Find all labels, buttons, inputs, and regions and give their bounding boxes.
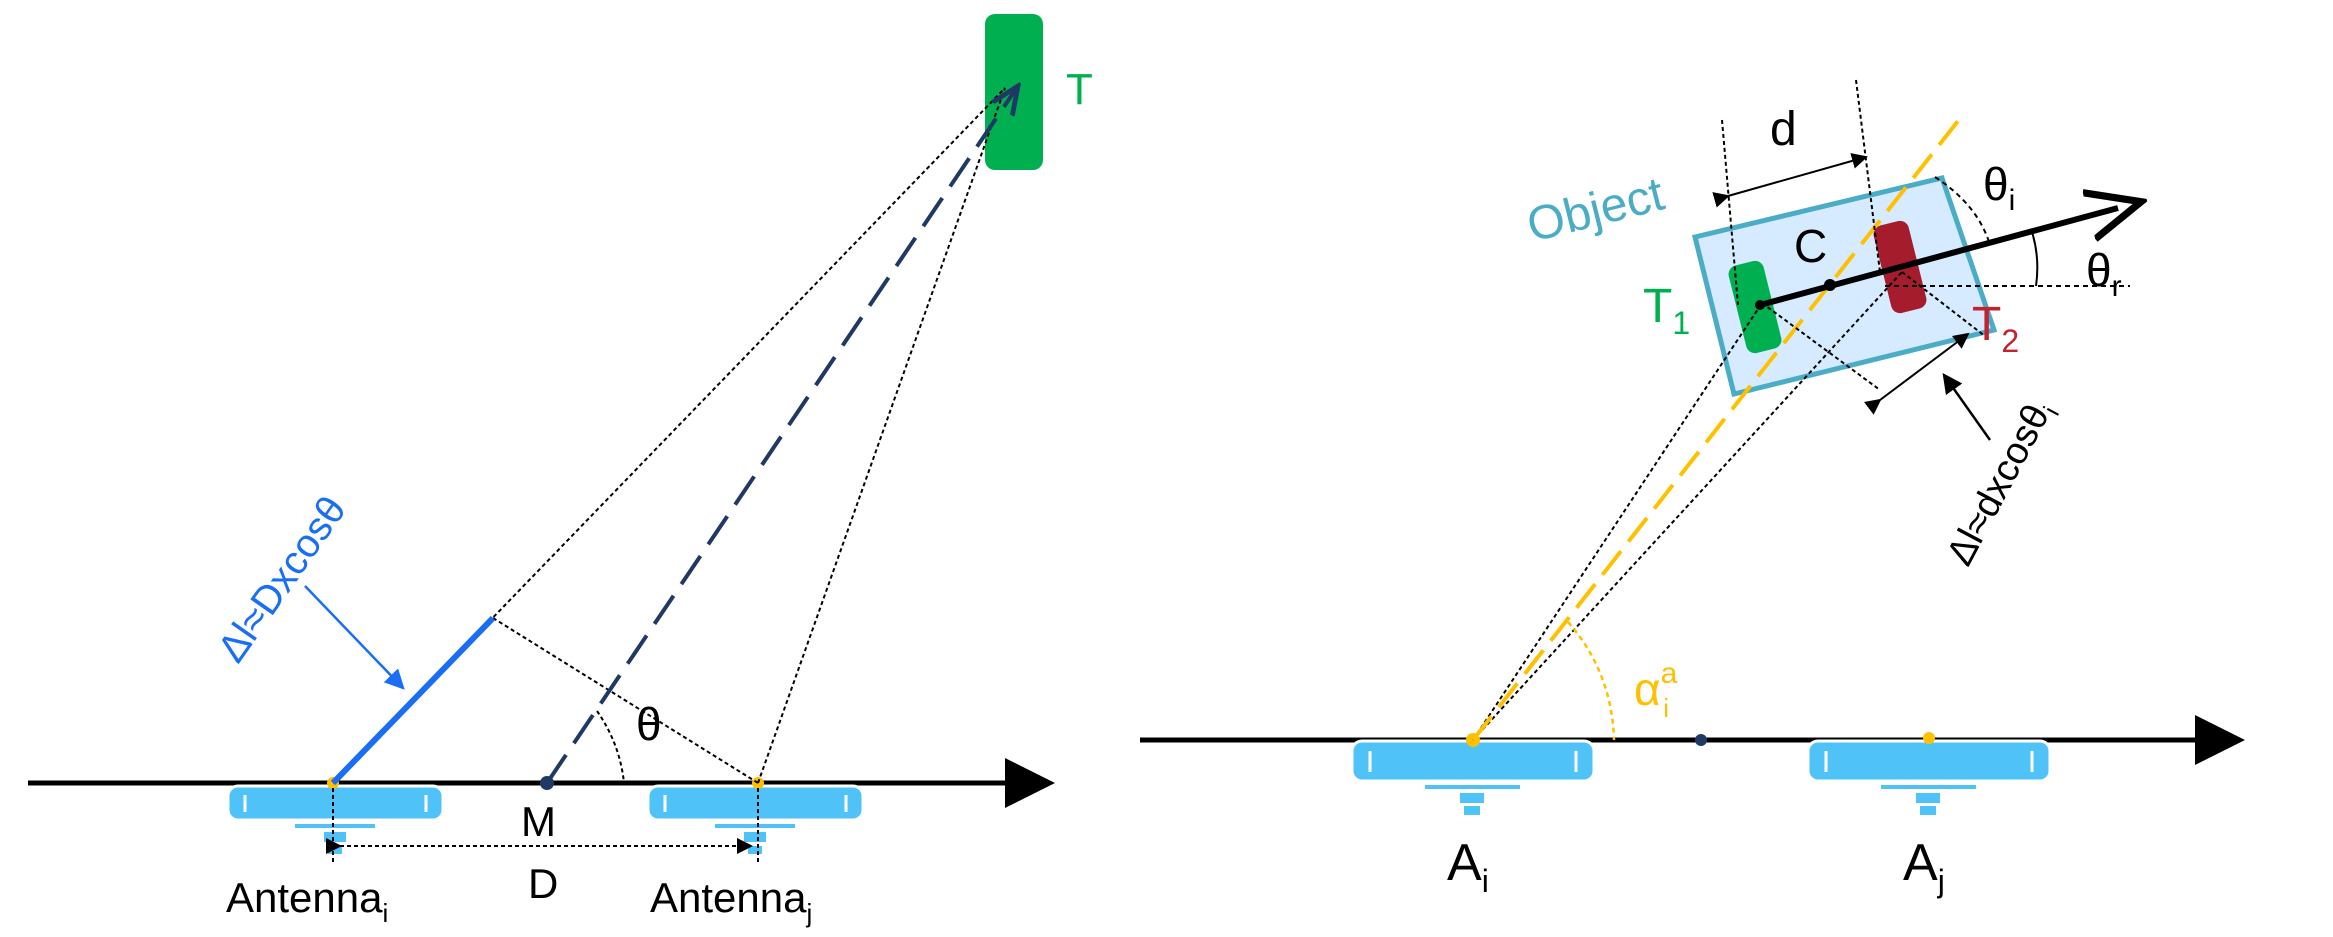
orange-direction-line: [1471, 110, 1967, 742]
ray-midpoint-to-tag: [545, 86, 1018, 785]
ray-antenna-j-to-tag: [757, 87, 1006, 784]
tag-t1-label: T1: [1643, 280, 1690, 341]
center-c-label: C: [1794, 220, 1827, 272]
delta-pointer-arrow: [304, 585, 405, 690]
right-midpoint: [1695, 734, 1707, 746]
object-label: Object: [1522, 168, 1669, 253]
delta-label: Δl≈dxcosθi: [1939, 393, 2065, 574]
left-antenna-j-icon: [646, 784, 865, 854]
right-antenna-j-icon: [1806, 739, 2052, 815]
d-extension-left: [1721, 119, 1739, 306]
right-antenna-i-icon: [1350, 739, 1596, 815]
theta-i-label: θi: [1983, 158, 2015, 217]
right-antenna-j-label: Aj: [1903, 834, 1945, 899]
d-label: d: [1770, 103, 1797, 156]
delta-pointer-arrow: [1942, 372, 1992, 441]
d-dimension-line: [1712, 153, 1868, 208]
left-tag-label: T: [1066, 65, 1093, 114]
theta-i-arc: [1934, 176, 1991, 246]
ray-ai-to-t2: [1472, 271, 1903, 741]
left-panel: T Δl≈Dxcosθ θ M D Antennai Antennaj: [28, 14, 1093, 928]
delta-dimension-line: [1864, 332, 1970, 415]
left-antenna-i-icon: [226, 784, 445, 854]
left-antenna-i-label: Antennai: [226, 874, 388, 928]
right-antenna-j-point: [1923, 732, 1935, 744]
tag-t2-label: T2: [1972, 298, 2019, 359]
theta-r-arc: [2031, 231, 2039, 287]
alpha-arc: [1567, 621, 1616, 741]
d-extension-right: [1855, 79, 1881, 273]
tag-t1: [1728, 260, 1782, 354]
left-antenna-j-label: Antennaj: [650, 874, 812, 928]
left-midpoint-label: M: [521, 798, 556, 845]
delta-extension: [1901, 271, 1991, 341]
right-antenna-i-label: Ai: [1447, 834, 1489, 899]
delta-segment: [330, 615, 496, 786]
left-theta-label: θ: [636, 698, 662, 750]
delta-perp-line: [1761, 302, 1881, 391]
theta-r-label: θr: [2086, 244, 2122, 303]
object-orientation-arrow: [1759, 208, 2118, 308]
left-delta-label: Δl≈Dxcosθ: [209, 489, 355, 671]
perpendicular-line: [492, 617, 759, 784]
ray-ai-to-t1: [1472, 302, 1763, 741]
center-point-c: [1824, 279, 1836, 291]
left-distance-label: D: [528, 860, 558, 907]
theta-arc: [596, 710, 625, 784]
